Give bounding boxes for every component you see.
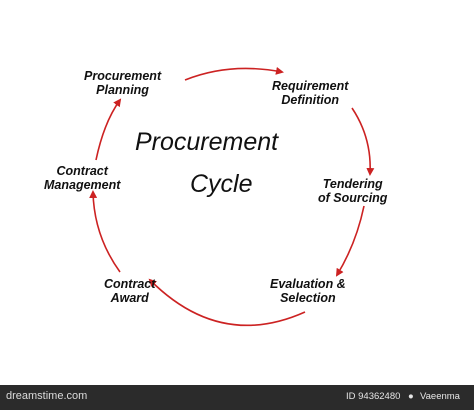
step-label-line2: Planning (96, 82, 149, 97)
diagram-title-line2: Cycle (190, 170, 253, 198)
step-requirement-definition: Requirement Definition (272, 79, 349, 107)
diagram-title-line1: Procurement (135, 128, 279, 156)
arrow-tendering-to-evaluation (335, 205, 365, 277)
step-tendering-of-sourcing: Tendering of Sourcing (318, 177, 388, 205)
step-evaluation-selection: Evaluation & Selection (270, 277, 346, 305)
step-contract-award: Contract Award (104, 277, 156, 305)
watermark-footer-bar: dreamstime.com ID 94362480 ● Vaeenma (0, 385, 474, 410)
step-label-line1: Evaluation & (270, 277, 346, 291)
step-label-line2: Management (44, 177, 121, 192)
step-procurement-planning: Procurement Planning (84, 69, 162, 97)
step-contract-management: Contract Management (44, 164, 121, 192)
arrow-definition-to-tendering (351, 107, 375, 176)
step-label-line2: Definition (281, 92, 340, 107)
arrow-management-to-planning (95, 98, 122, 161)
author-icon: ● (408, 391, 414, 402)
step-label-line2: Selection (280, 290, 336, 305)
step-label-line1: Contract (104, 277, 156, 291)
arrow-planning-to-definition (184, 66, 284, 81)
arrow-award-to-management (89, 190, 121, 273)
image-id-text: ID 94362480 (346, 391, 401, 402)
step-label-line1: Procurement (84, 69, 162, 83)
step-label-line2: Award (110, 290, 149, 305)
step-label-line2: of Sourcing (318, 190, 388, 205)
step-label-line1: Tendering (322, 177, 383, 191)
step-label-line1: Contract (56, 164, 108, 178)
step-label-line1: Requirement (272, 79, 349, 93)
arrow-evaluation-to-award (148, 278, 306, 327)
dreamstime-logo: dreamstime.com (6, 390, 88, 402)
author-name: Vaeenma (420, 391, 460, 402)
